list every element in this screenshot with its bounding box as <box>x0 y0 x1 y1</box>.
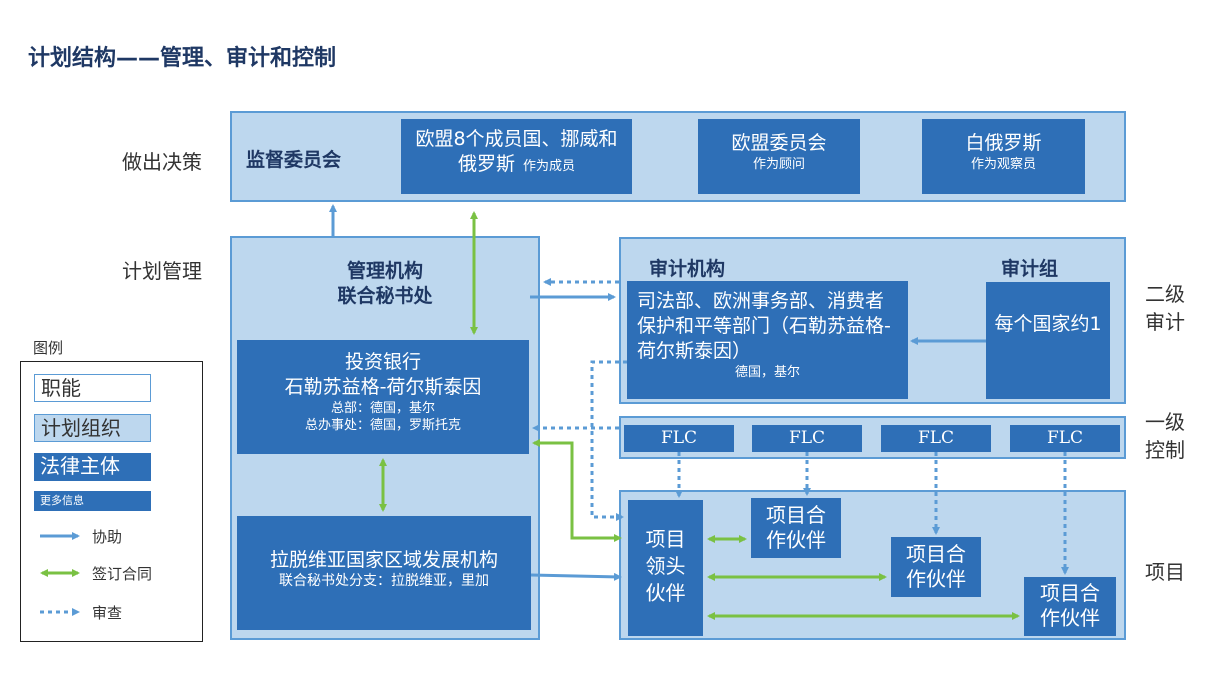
audit-authority-box: 司法部、欧洲事务部、消费者保护和平等部门（石勒苏益格-荷尔斯泰因） 德国，基尔 <box>627 281 908 399</box>
latvia-agency-box: 拉脱维亚国家区域发展机构 联合秘书处分支：拉脱维亚，里加 <box>237 516 531 630</box>
legend-review-label: 审查 <box>92 604 123 622</box>
bank-line1: 投资银行 <box>344 351 421 373</box>
eu-commission-text: 欧盟委员会 <box>731 132 827 154</box>
row-label-level1-control: 一级 控制 <box>1145 410 1185 462</box>
project-partner-box-2: 项目合作伙伴 <box>891 537 981 597</box>
legend-program-org: 计划组织 <box>34 414 151 442</box>
latvia-line1: 拉脱维亚国家区域发展机构 <box>269 549 498 571</box>
contract-arrow-bank-lead <box>532 439 622 542</box>
assist-arrow-latvia-lead <box>530 572 622 581</box>
member-states-text: 欧盟8个成员国、挪威和俄罗斯 <box>415 128 618 175</box>
managing-authority-line1: 管理机构 <box>346 260 423 282</box>
legend-more-info: 更多信息 <box>34 491 151 511</box>
audit-authority-title: 审计机构 <box>649 258 726 280</box>
joint-secretariat-line2: 联合秘书处 <box>337 285 433 307</box>
audit-authority-sub: 德国，基尔 <box>734 365 800 380</box>
legend-legal-entity: 法律主体 <box>34 453 151 481</box>
managing-authority-title: 管理机构 联合秘书处 <box>230 259 540 309</box>
legend-contract-label: 签订合同 <box>92 565 153 583</box>
audit-group-box: 每个国家约1 <box>986 282 1110 399</box>
eu-commission-sub: 作为顾问 <box>752 157 805 172</box>
bank-line4: 总办事处：德国，罗斯托克 <box>304 418 461 433</box>
eu-commission-box: 欧盟委员会 作为顾问 <box>698 119 860 194</box>
bank-line2: 石勒苏益格-荷尔斯泰因 <box>284 376 482 398</box>
investment-bank-box: 投资银行 石勒苏益格-荷尔斯泰因 总部：德国，基尔 总办事处：德国，罗斯托克 <box>237 340 529 454</box>
project-partner-box-1: 项目合作伙伴 <box>751 498 841 558</box>
row-label-level2-audit: 二级 审计 <box>1145 282 1185 334</box>
supervisory-committee-title: 监督委员会 <box>246 149 342 171</box>
legend-function: 职能 <box>34 374 151 402</box>
belarus-text: 白俄罗斯 <box>965 132 1042 154</box>
flc-box-1: FLC <box>624 425 734 452</box>
belarus-sub: 作为观察员 <box>970 157 1036 172</box>
flc-box-2: FLC <box>752 425 862 452</box>
belarus-box: 白俄罗斯 作为观察员 <box>922 119 1085 194</box>
lead-partner-box: 项目领头伙伴 <box>628 500 703 636</box>
latvia-line2: 联合秘书处分支：拉脱维亚，里加 <box>279 573 489 589</box>
member-states-box: 欧盟8个成员国、挪威和俄罗斯作为成员 <box>401 119 632 194</box>
audit-authority-text: 司法部、欧洲事务部、消费者保护和平等部门（石勒苏益格-荷尔斯泰因） <box>637 290 891 362</box>
row-label-project: 项目 <box>1145 560 1185 584</box>
page-title: 计划结构——管理、审计和控制 <box>28 46 337 71</box>
flc-box-4: FLC <box>1010 425 1120 452</box>
audit-group-title: 审计组 <box>1001 258 1059 280</box>
row-label-decision: 做出决策 <box>122 150 202 174</box>
project-partner-box-3: 项目合作伙伴 <box>1024 577 1116 636</box>
legend-heading: 图例 <box>33 339 64 357</box>
audit-group-text: 每个国家约1 <box>994 313 1102 335</box>
bank-line3: 总部：德国，基尔 <box>330 401 435 416</box>
row-label-management: 计划管理 <box>122 259 202 283</box>
flc-box-3: FLC <box>881 425 991 452</box>
member-states-sub: 作为成员 <box>523 159 576 174</box>
legend-assist-label: 协助 <box>92 528 123 546</box>
